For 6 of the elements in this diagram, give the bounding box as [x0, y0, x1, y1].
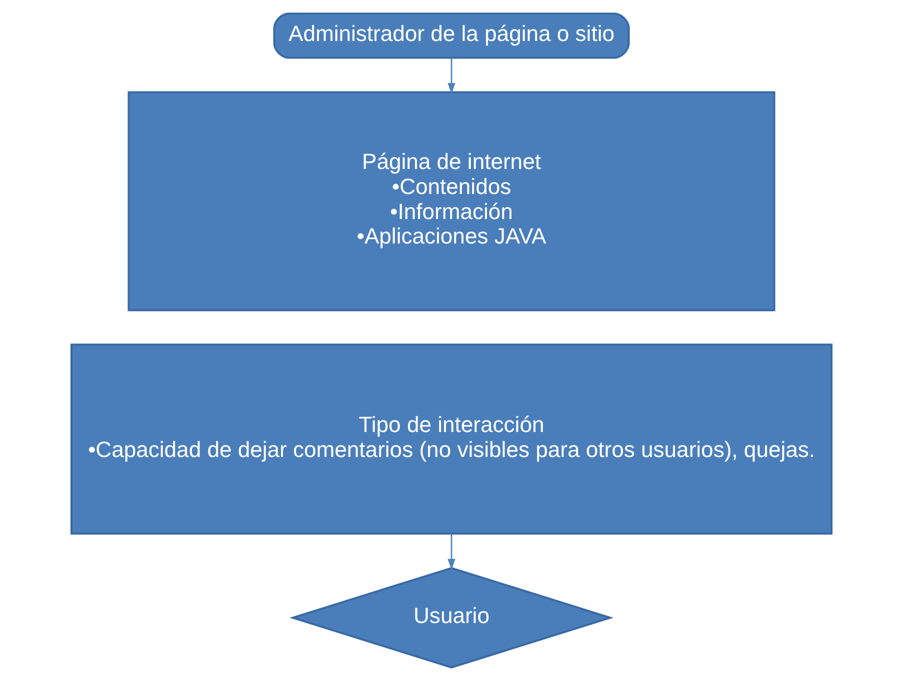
- node-diamond: Usuario: [289, 567, 614, 668]
- arrow: [448, 58, 456, 94]
- node-box: Página de internet •Contenidos •Información •Aplicaciones JAVA: [128, 91, 776, 312]
- node-box: Tipo de interacción •Capacidad de dejar comentarios (no visibles para otros usuarios), quejas.: [70, 344, 833, 535]
- node-box: Administrador de la página o sitio: [273, 12, 630, 59]
- arrow: [448, 534, 456, 570]
